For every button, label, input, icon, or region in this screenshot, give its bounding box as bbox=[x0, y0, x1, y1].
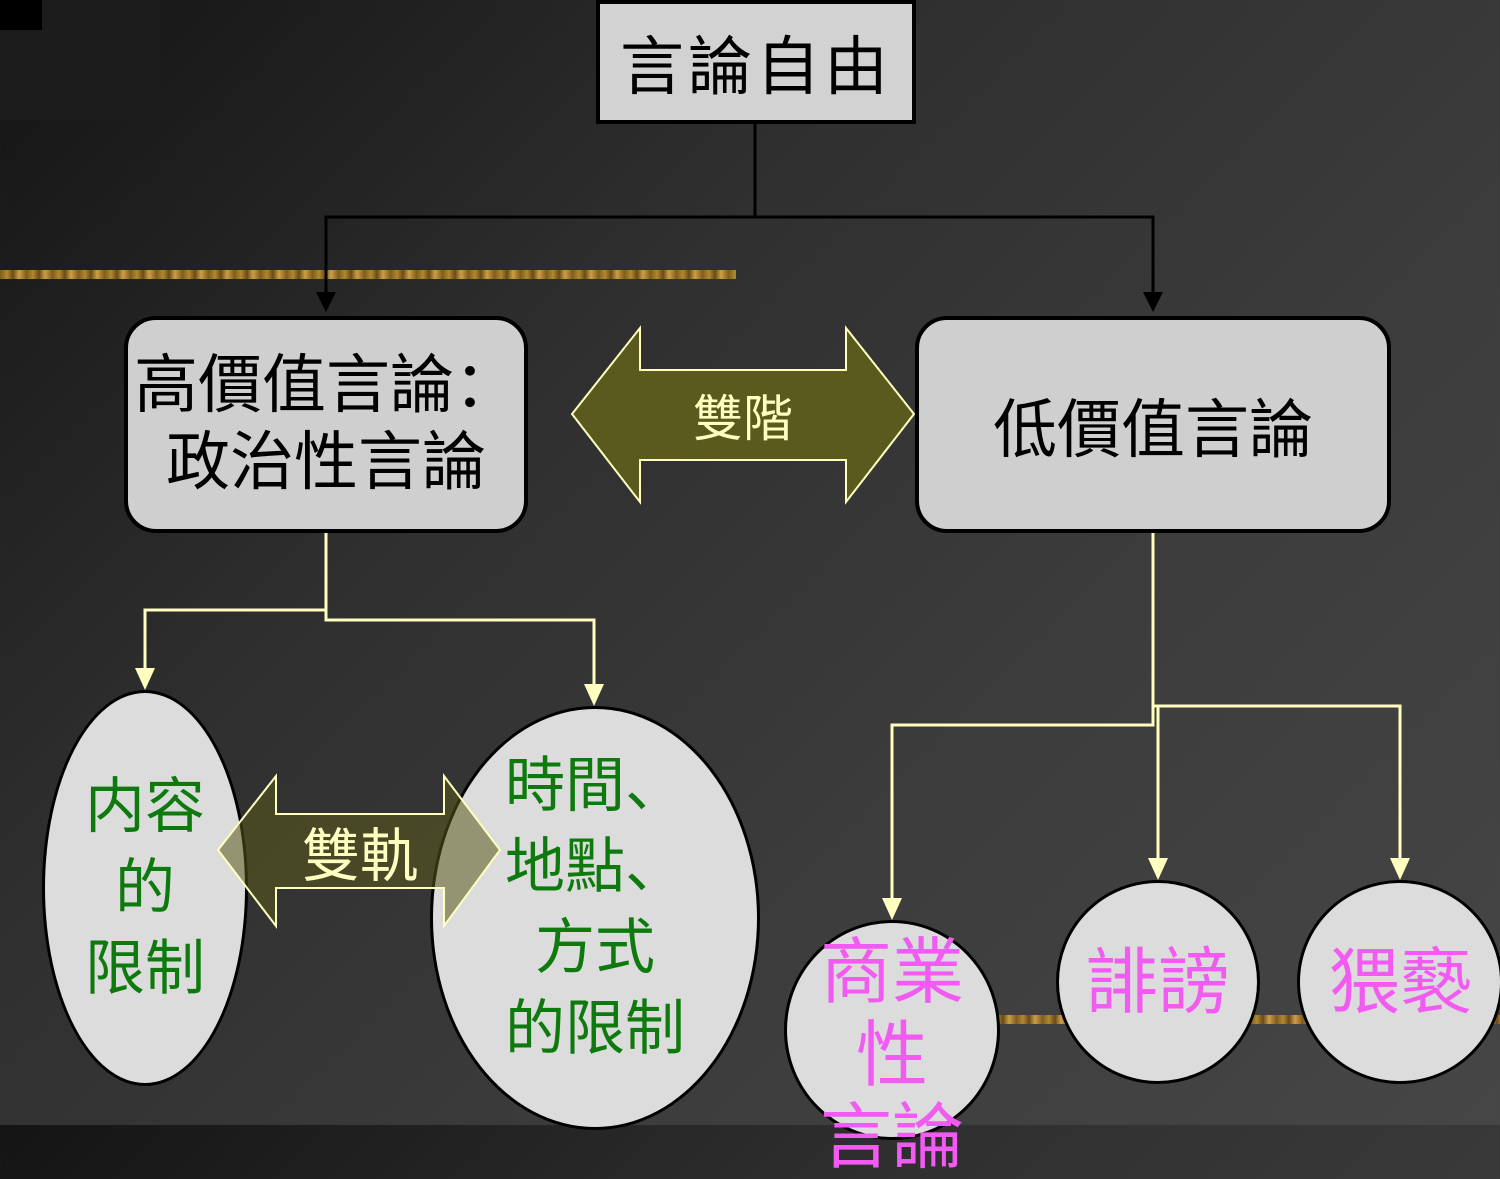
connectors-layer bbox=[135, 124, 1410, 920]
content-line1: 内容 bbox=[85, 771, 205, 842]
root-connector bbox=[316, 124, 1163, 312]
tpm-line3: 方式 bbox=[535, 913, 655, 983]
low-value-label: 低價值言論 bbox=[993, 393, 1313, 468]
content-line2: 的 bbox=[115, 852, 175, 923]
decorative-stripe-top bbox=[0, 270, 736, 279]
low-value-connector bbox=[882, 533, 1410, 920]
content-restriction-node: 内容 的 限制 bbox=[42, 690, 248, 1086]
root-node: 言論自由 bbox=[596, 0, 916, 124]
root-label: 言論自由 bbox=[620, 31, 892, 105]
tpm-line1: 時間、 bbox=[505, 751, 685, 821]
commercial-line1: 商業性 bbox=[819, 929, 964, 1097]
low-value-node: 低價值言論 bbox=[915, 316, 1391, 533]
two-tier-label: 雙階 bbox=[693, 390, 793, 448]
high-value-node: 高價值言論： 政治性言論 bbox=[124, 316, 528, 533]
time-place-manner-node: 時間、 地點、 方式 的限制 bbox=[430, 706, 760, 1130]
corner-mark bbox=[0, 0, 42, 30]
two-track-arrow bbox=[216, 773, 502, 930]
two-track-layer bbox=[216, 773, 502, 930]
tpm-line2: 地點、 bbox=[505, 832, 685, 902]
high-value-line2: 政治性言論 bbox=[166, 425, 486, 500]
two-track-label-wrap: 雙軌 bbox=[276, 814, 444, 890]
defamation-node: 誹謗 bbox=[1056, 880, 1260, 1084]
commercial-line2: 言論 bbox=[819, 1095, 964, 1179]
high-value-line1: 高價值言論： bbox=[134, 348, 518, 423]
two-track-label: 雙軌 bbox=[301, 822, 418, 890]
two-tier-label-wrap: 雙階 bbox=[640, 372, 846, 458]
obscenity-node: 猥褻 bbox=[1297, 880, 1500, 1084]
commercial-speech-node: 商業性 言論 bbox=[784, 920, 1000, 1179]
two-tier-arrow bbox=[570, 325, 916, 505]
tpm-line4: 的限制 bbox=[505, 994, 685, 1064]
obscenity-label: 猥褻 bbox=[1327, 939, 1472, 1024]
defamation-label: 誹謗 bbox=[1085, 939, 1230, 1024]
content-line3: 限制 bbox=[85, 933, 205, 1004]
high-value-connector bbox=[135, 533, 604, 706]
